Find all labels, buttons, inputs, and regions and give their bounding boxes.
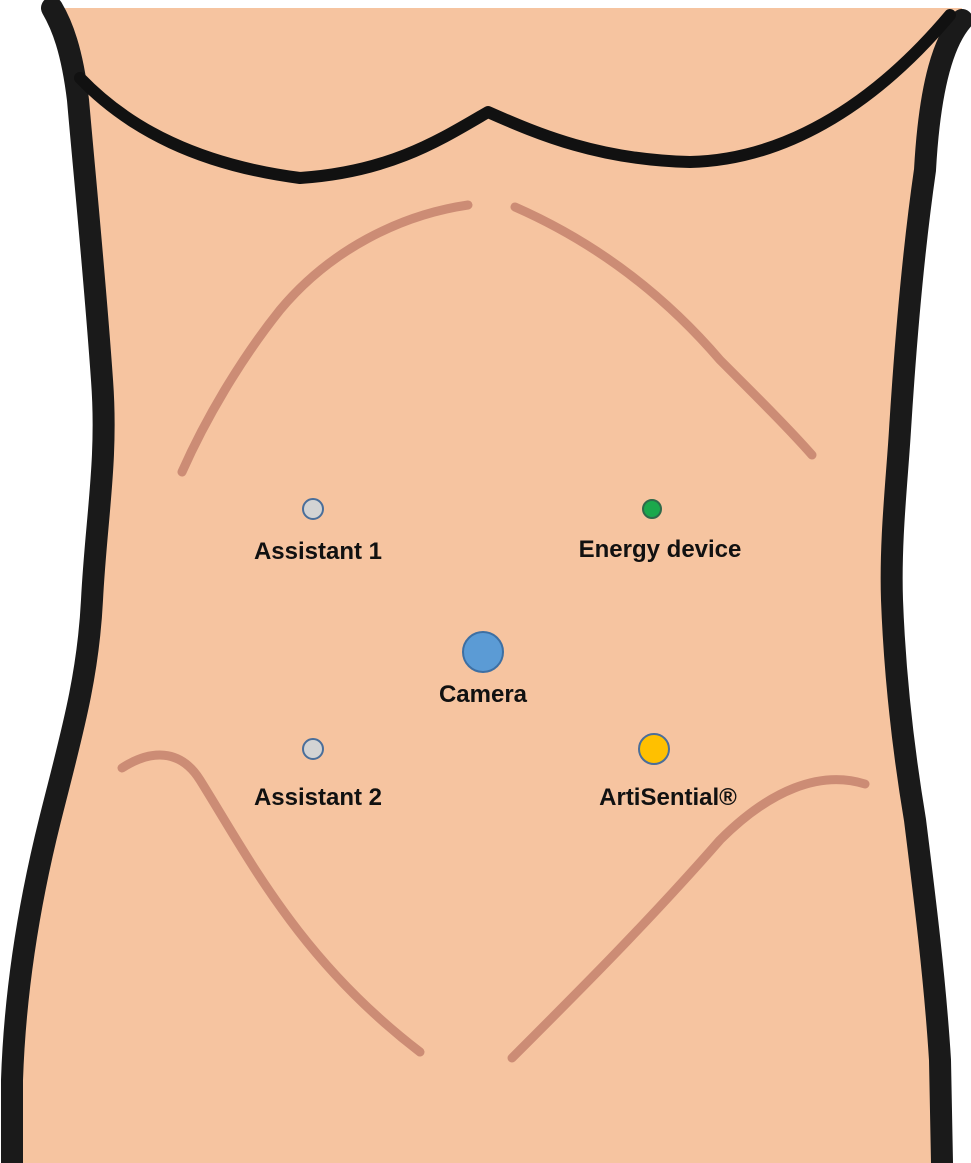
artisential-label: ArtiSential® bbox=[599, 784, 737, 811]
camera-label: Camera bbox=[439, 681, 528, 708]
camera-port-marker bbox=[463, 632, 503, 672]
assistant-2-port-marker bbox=[303, 739, 323, 759]
assistant-1-port-marker bbox=[303, 499, 323, 519]
energy-device-label: Energy device bbox=[579, 536, 742, 563]
torso-skin bbox=[12, 8, 962, 1163]
artisential-port-marker bbox=[639, 734, 669, 764]
energy-device-port-marker bbox=[643, 500, 661, 518]
assistant-1-label: Assistant 1 bbox=[254, 538, 382, 565]
assistant-2-label: Assistant 2 bbox=[254, 784, 382, 811]
